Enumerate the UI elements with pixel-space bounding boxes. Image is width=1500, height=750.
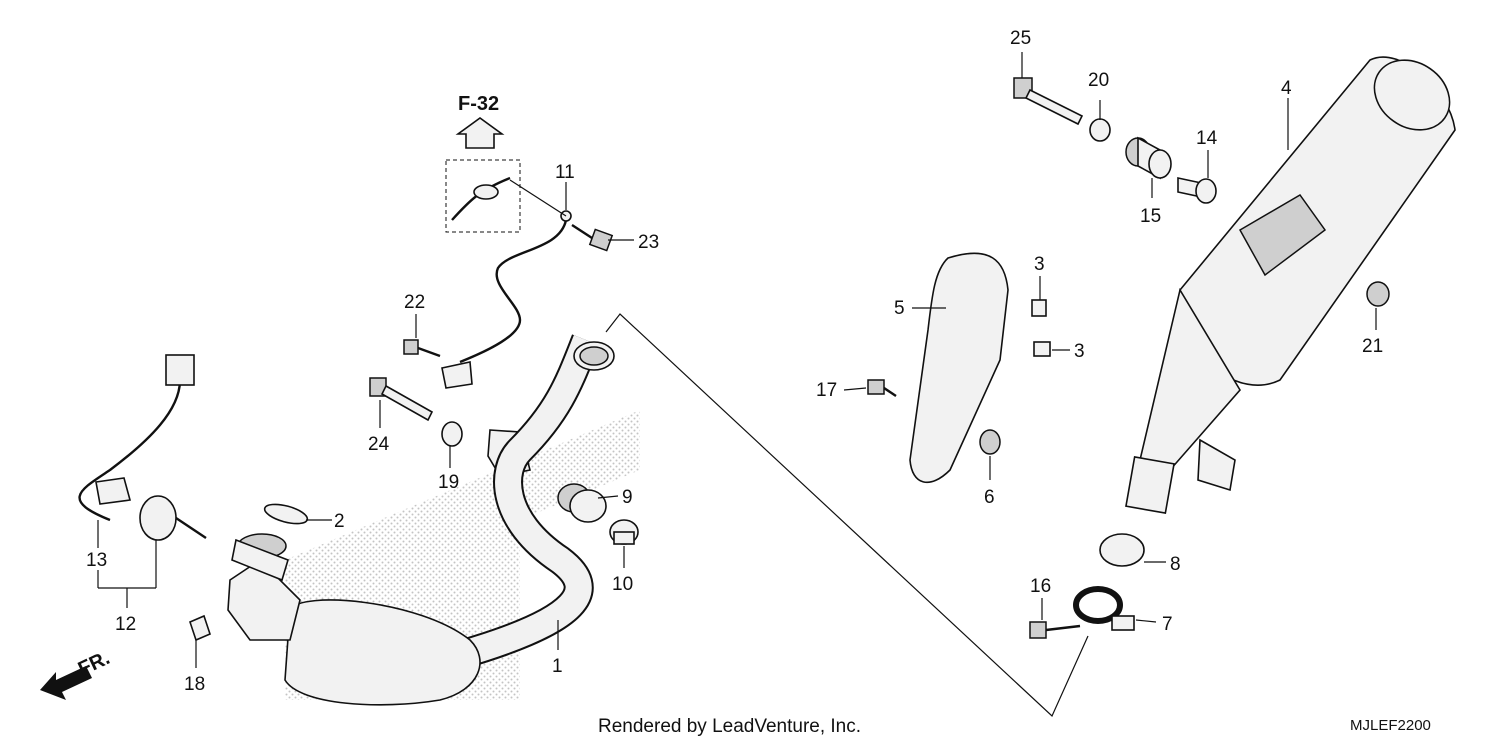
gasket-8 (1099, 533, 1145, 567)
part-label-6: 6 (984, 487, 995, 508)
part-label-21: 21 (1362, 336, 1383, 357)
part-label-20: 20 (1088, 70, 1109, 91)
leader-lines (97, 52, 1377, 668)
washer-19 (441, 421, 463, 447)
part-label-14: 14 (1196, 128, 1218, 149)
heat-shield (909, 252, 1009, 484)
part-label-1: 1 (552, 656, 563, 677)
part-label-24: 24 (368, 434, 390, 455)
collar-10 (609, 519, 639, 545)
gasket-2 (263, 503, 309, 525)
bolt-24 (369, 377, 434, 422)
bolt-16 (1029, 621, 1081, 639)
washer-20 (1089, 118, 1111, 142)
band-7 (1073, 586, 1135, 631)
sensor-wire (441, 179, 572, 389)
collar-14 (1177, 177, 1217, 204)
part-label-13: 13 (86, 550, 107, 571)
diagram-code: MJLEF2200 (1350, 717, 1431, 734)
part-label-15: 15 (1140, 206, 1161, 227)
catalyst-muffler (227, 533, 481, 706)
assembly-line (605, 313, 1089, 718)
part-label-9: 9 (622, 487, 633, 508)
part-label-17: 17 (816, 380, 837, 401)
bolt-22 (403, 339, 441, 358)
part-label-4: 4 (1281, 78, 1292, 99)
part-label-3a: 3 (1034, 254, 1045, 275)
part-label-2: 2 (334, 511, 345, 532)
grommet-6 (979, 429, 1001, 455)
nut-3a (1031, 299, 1047, 317)
nut-21 (1366, 281, 1390, 307)
reference-arrow (445, 117, 521, 233)
part-label-16: 16 (1030, 576, 1051, 597)
rubber-9 (557, 483, 607, 523)
bolt-23 (571, 223, 614, 252)
part-label-22: 22 (404, 292, 425, 313)
reference-label: F-32 (458, 93, 499, 115)
part-label-10: 10 (612, 574, 633, 595)
part-label-19: 19 (438, 472, 459, 493)
part-label-11: 11 (555, 162, 575, 183)
part-label-25: 25 (1010, 28, 1031, 49)
part-label-3b: 3 (1074, 341, 1085, 362)
front-direction-arrow-icon (40, 666, 92, 700)
clip-18 (189, 614, 211, 642)
muffler (1125, 56, 1456, 515)
part-label-8: 8 (1170, 554, 1181, 575)
part-label-23: 23 (638, 232, 659, 253)
collar-15 (1125, 136, 1172, 180)
part-label-12: 12 (115, 614, 136, 635)
nut-3b (1033, 341, 1051, 357)
part-label-18: 18 (184, 674, 205, 695)
exhaust-pipe (455, 334, 615, 670)
render-credit: Rendered by LeadVenture, Inc. (598, 716, 861, 737)
part-label-7: 7 (1162, 614, 1173, 635)
bolt-17 (867, 379, 897, 397)
oxygen-sensor (78, 354, 207, 541)
part-label-5: 5 (894, 298, 905, 319)
bolt-25 (1013, 77, 1084, 126)
